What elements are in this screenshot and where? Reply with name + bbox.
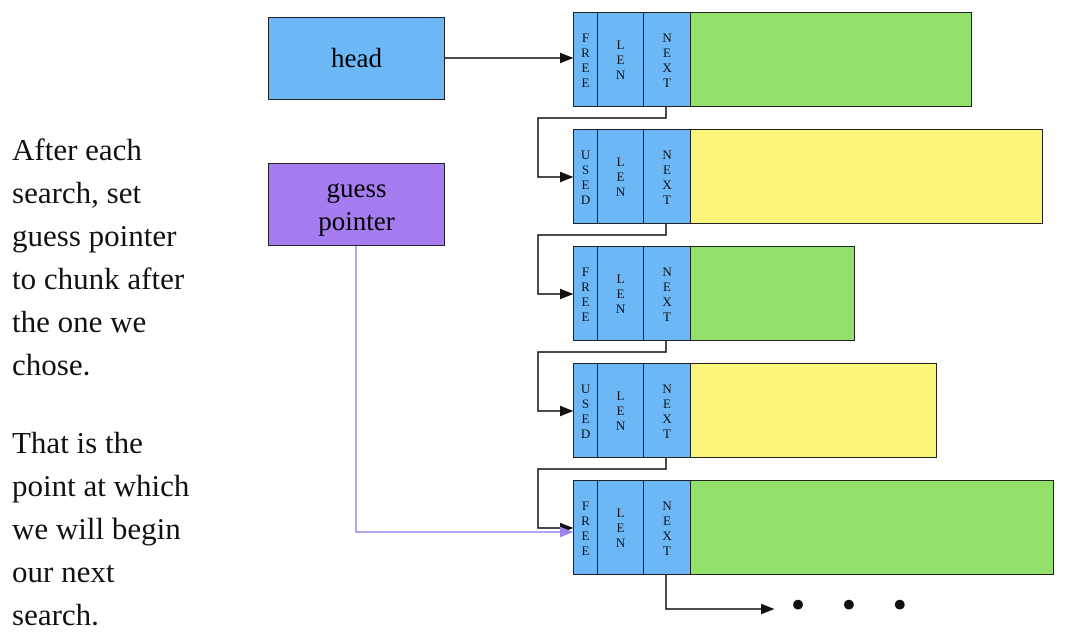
chunk-len-cell: LEN: [596, 12, 645, 107]
chunk-len-cell: LEN: [596, 129, 645, 224]
chunk-1: FREE LEN NEXT: [573, 12, 972, 107]
next-link-arrow: [537, 107, 667, 183]
chunk-status-cell-letters: FREE: [581, 497, 590, 558]
explanation-paragraph-1: After each search, set guess pointer to …: [12, 132, 185, 382]
used-data-block: [689, 363, 937, 458]
free-data-block: [689, 246, 855, 341]
explanation-paragraph-2: That is the point at which we will begin…: [12, 425, 190, 632]
chunk-len-cell-letters: LEN: [615, 154, 626, 199]
chunk-len-cell-letters: LEN: [615, 388, 626, 433]
free-data-block: [689, 480, 1054, 575]
chunk-5: FREE LEN NEXT: [573, 480, 1054, 575]
chunk-status-cell: USED: [573, 363, 598, 458]
chunk-next-cell-letters: NEXT: [662, 29, 672, 90]
next-link-arrow: [537, 458, 667, 534]
chunk-status-cell: USED: [573, 129, 598, 224]
chunk-next-cell: NEXT: [643, 363, 691, 458]
guess-pointer-arrow: [355, 246, 574, 538]
chunk-len-cell: LEN: [596, 480, 645, 575]
chunk-status-cell-letters: FREE: [581, 29, 590, 90]
next-link-arrow: [537, 341, 667, 417]
chunk-len-cell: LEN: [596, 246, 645, 341]
chunk-3: FREE LEN NEXT: [573, 246, 855, 341]
chunk-next-cell-letters: NEXT: [662, 497, 672, 558]
chunk-status-cell-letters: FREE: [581, 263, 590, 324]
chunk-next-cell: NEXT: [643, 246, 691, 341]
chunk-next-cell-letters: NEXT: [662, 146, 672, 207]
chunk-2: USED LEN NEXT: [573, 129, 1043, 224]
chunk-next-cell-letters: NEXT: [662, 263, 672, 324]
chunk-4: USED LEN NEXT: [573, 363, 937, 458]
chunk-status-cell-letters: USED: [580, 380, 591, 441]
chunk-len-cell-letters: LEN: [615, 271, 626, 316]
continuation-ellipsis: • • •: [788, 586, 920, 626]
free-data-block: [689, 12, 972, 107]
chunk-next-cell: NEXT: [643, 129, 691, 224]
chunk-next-cell-letters: NEXT: [662, 380, 672, 441]
continuation-arrow: [665, 575, 775, 615]
chunk-len-cell-letters: LEN: [615, 505, 626, 550]
chunk-next-cell: NEXT: [643, 480, 691, 575]
chunk-status-cell-letters: USED: [580, 146, 591, 207]
chunk-len-cell-letters: LEN: [615, 37, 626, 82]
chunk-status-cell: FREE: [573, 246, 598, 341]
chunk-len-cell: LEN: [596, 363, 645, 458]
used-data-block: [689, 129, 1043, 224]
head-pointer-box: head: [268, 17, 445, 100]
next-link-arrow: [537, 224, 667, 300]
guess-pointer-box: guess pointer: [268, 163, 445, 246]
